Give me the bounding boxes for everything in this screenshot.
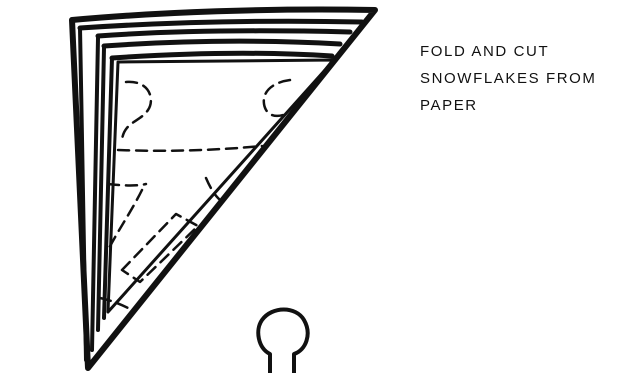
caption: FOLD AND CUT SNOWFLAKES FROM PAPER	[420, 38, 620, 119]
caption-line-1: FOLD AND CUT	[420, 38, 620, 65]
scissors-handle-icon	[258, 310, 307, 373]
folded-paper-icon	[72, 9, 375, 368]
caption-line-3: PAPER	[420, 92, 620, 119]
dashed-cut-line-icon	[100, 80, 290, 308]
caption-line-2: SNOWFLAKES FROM	[420, 65, 620, 92]
